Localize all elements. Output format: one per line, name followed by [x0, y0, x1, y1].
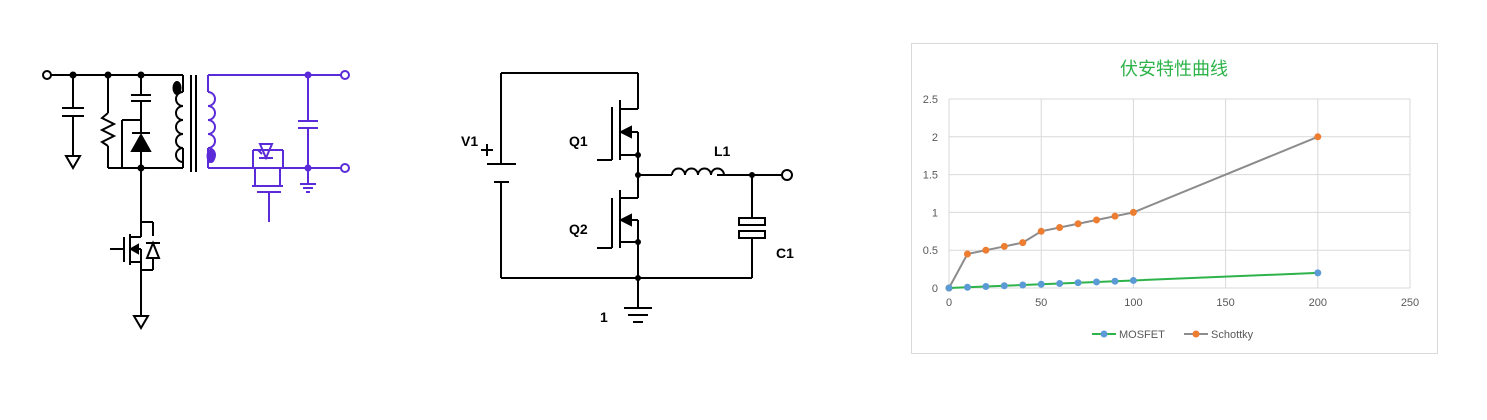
- node-1-label: 1: [600, 309, 608, 325]
- chart-title: 伏安特性曲线: [1120, 59, 1228, 79]
- x-tick-label: 100: [1124, 297, 1142, 309]
- data-point-mosfet: [1019, 281, 1027, 289]
- y-tick-label: 1.5: [923, 170, 938, 182]
- flyback-schematic: [0, 0, 400, 415]
- data-point-mosfet: [963, 283, 971, 291]
- y-tick-label: 0: [932, 283, 938, 295]
- chart-canvas: 伏安特性曲线 0 0.5 1 1.5 2 2.5 0 50 100 150 200 250 MOSFE…: [923, 59, 1419, 341]
- flyback-circuit-drawing: [42, 70, 350, 330]
- legend-label-mosfet: MOSFET: [1119, 329, 1165, 341]
- data-point-mosfet: [1093, 278, 1101, 286]
- y-tick-label: 2: [932, 132, 938, 144]
- data-point-mosfet: [1314, 269, 1322, 277]
- q2-label: Q2: [569, 221, 588, 237]
- q1-label: Q1: [569, 133, 588, 149]
- x-tick-label: 150: [1216, 297, 1234, 309]
- legend-marker-mosfet: [1100, 330, 1108, 338]
- data-point-schottky: [1037, 227, 1045, 235]
- data-point-schottky: [1093, 216, 1101, 224]
- chart-legend: MOSFET Schottky: [1092, 329, 1254, 341]
- data-point-mosfet: [1111, 277, 1119, 285]
- data-point-schottky: [1129, 208, 1137, 216]
- x-tick-label: 250: [1401, 297, 1419, 309]
- data-point-mosfet: [945, 284, 953, 292]
- data-point-schottky: [1314, 133, 1322, 141]
- c1-label: C1: [776, 245, 794, 261]
- l1-label: L1: [714, 143, 731, 159]
- data-point-mosfet: [1037, 280, 1045, 288]
- data-point-mosfet: [1056, 279, 1064, 287]
- chart-series: [945, 133, 1322, 292]
- data-point-mosfet: [982, 282, 990, 290]
- data-point-mosfet: [1000, 282, 1008, 290]
- data-point-mosfet: [1074, 279, 1082, 287]
- data-point-mosfet: [1129, 276, 1137, 284]
- y-tick-label: 1: [932, 207, 938, 219]
- data-point-schottky: [1074, 220, 1082, 228]
- chart-grid: [948, 98, 1411, 289]
- legend-marker-schottky: [1192, 330, 1200, 338]
- buck-circuit-drawing: V1 Q1 Q2 L1 C1 1: [461, 72, 794, 325]
- legend-label-schottky: Schottky: [1211, 329, 1254, 341]
- y-tick-label: 2.5: [923, 94, 938, 106]
- data-point-schottky: [1000, 242, 1008, 250]
- data-point-schottky: [1019, 239, 1027, 247]
- data-point-schottky: [963, 250, 971, 258]
- data-point-schottky: [982, 246, 990, 254]
- buck-converter-schematic: V1 Q1 Q2 L1 C1 1: [430, 0, 850, 415]
- chart-axes: 0 0.5 1 1.5 2 2.5 0 50 100 150 200 250: [923, 94, 1419, 309]
- y-tick-label: 0.5: [923, 245, 938, 257]
- data-point-schottky: [1111, 212, 1119, 220]
- iv-characteristic-chart: 伏安特性曲线 0 0.5 1 1.5 2 2.5 0 50 100 150 200 250 MOSFE…: [911, 43, 1438, 354]
- data-point-schottky: [1056, 224, 1064, 232]
- x-tick-label: 0: [946, 297, 952, 309]
- x-tick-label: 200: [1309, 297, 1327, 309]
- v1-label: V1: [461, 133, 478, 149]
- x-tick-label: 50: [1035, 297, 1047, 309]
